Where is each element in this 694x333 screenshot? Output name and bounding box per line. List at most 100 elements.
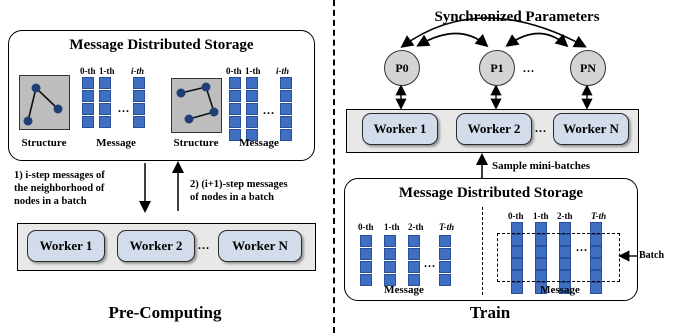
batch-arrow xyxy=(618,250,637,262)
step1-line3: nodes in a batch xyxy=(14,196,87,207)
message-cell xyxy=(246,77,258,89)
message-cell xyxy=(384,274,396,286)
message-cell xyxy=(535,282,547,294)
step-arrows xyxy=(139,161,184,213)
step2-line2: of nodes in a batch xyxy=(190,192,275,203)
message-cell xyxy=(82,77,94,89)
message-cell xyxy=(535,234,547,246)
step1-line1: 1) i-step messages of xyxy=(14,170,105,181)
message-label-2: Message xyxy=(239,137,279,149)
message-cell xyxy=(384,235,396,247)
section-divider xyxy=(333,0,335,333)
left-worker-1: Worker 1 xyxy=(27,230,105,262)
col-ellipsis: ... xyxy=(263,103,275,117)
sample-arrow xyxy=(476,153,488,180)
message-cell xyxy=(590,258,602,270)
message-cell xyxy=(408,248,420,260)
param-links xyxy=(395,17,593,110)
col-header-tth: T-th xyxy=(439,222,455,232)
message-cell xyxy=(559,246,571,258)
right-worker-ellipsis: ... xyxy=(535,121,547,135)
step1-line2: the neighborhood of xyxy=(14,183,105,194)
message-cell xyxy=(360,274,372,286)
col-header-0th: 0-th xyxy=(226,66,242,76)
message-cell xyxy=(246,129,258,141)
col-header-0th: 0-th xyxy=(80,66,96,76)
message-cell xyxy=(229,129,241,141)
structure-graph-1 xyxy=(19,75,70,130)
structure-label-2: Structure xyxy=(173,137,219,149)
left-storage-title: Message Distributed Storage xyxy=(69,37,254,53)
col-header-1th: 1-th xyxy=(384,222,400,232)
col-header-1th: 1-th xyxy=(99,66,115,76)
message-cell xyxy=(511,246,523,258)
message-cell xyxy=(590,246,602,258)
message-cell xyxy=(229,90,241,102)
message-cell xyxy=(511,282,523,294)
message-cell xyxy=(99,90,111,102)
message-cell xyxy=(280,90,292,102)
col-header-2th: 2-th xyxy=(408,222,424,232)
storage-inner-divider xyxy=(482,207,483,295)
message-cell xyxy=(360,261,372,273)
message-cell xyxy=(408,261,420,273)
left-worker-n: Worker N xyxy=(218,230,302,262)
message-cell xyxy=(280,103,292,115)
message-cell xyxy=(590,234,602,246)
right-worker-n: Worker N xyxy=(553,113,629,145)
message-cell xyxy=(360,235,372,247)
message-cell xyxy=(229,77,241,89)
col-header-ith: i-th xyxy=(276,66,290,76)
message-label-3: Message xyxy=(384,284,424,296)
col-header-1th: 1-th xyxy=(245,66,261,76)
message-cell xyxy=(511,258,523,270)
message-cell xyxy=(535,246,547,258)
left-worker-2: Worker 2 xyxy=(117,230,195,262)
message-cell xyxy=(511,234,523,246)
col-header-1th: 1-th xyxy=(533,211,549,221)
message-cell xyxy=(280,77,292,89)
batch-label: Batch xyxy=(639,250,664,261)
right-storage-title: Message Distributed Storage xyxy=(398,185,584,201)
message-cell xyxy=(535,258,547,270)
message-cell xyxy=(133,116,145,128)
param-node-p1: P1 xyxy=(479,50,515,86)
col-header-ith: i-th xyxy=(131,66,145,76)
message-cell xyxy=(229,116,241,128)
right-worker-1: Worker 1 xyxy=(362,113,438,145)
message-cell xyxy=(99,116,111,128)
message-cell xyxy=(246,90,258,102)
col-header-2th: 2-th xyxy=(557,211,573,221)
message-cell xyxy=(559,234,571,246)
message-cell xyxy=(280,116,292,128)
message-cell xyxy=(246,103,258,115)
sync-title: Synchronized Parameters xyxy=(434,9,600,25)
col-ellipsis: ... xyxy=(576,240,588,254)
message-cell xyxy=(439,248,451,260)
message-cell xyxy=(82,116,94,128)
message-cell xyxy=(559,258,571,270)
message-cell xyxy=(559,282,571,294)
param-ellipsis: ... xyxy=(523,61,535,75)
message-cell xyxy=(439,261,451,273)
message-cell xyxy=(590,282,602,294)
param-node-p0: P0 xyxy=(384,50,420,86)
message-cell xyxy=(82,103,94,115)
step2-line1: 2) (i+1)-step messages xyxy=(190,179,288,190)
message-cell xyxy=(408,235,420,247)
message-cell xyxy=(246,116,258,128)
structure-graph-2 xyxy=(171,78,222,133)
sample-label: Sample mini-batches xyxy=(492,160,591,172)
right-caption: Train xyxy=(469,303,511,322)
message-cell xyxy=(439,235,451,247)
message-cell xyxy=(280,129,292,141)
col-ellipsis: ... xyxy=(118,101,130,115)
message-label-4: Message xyxy=(540,284,580,296)
col-ellipsis: ... xyxy=(424,256,436,270)
message-cell xyxy=(133,77,145,89)
message-cell xyxy=(133,90,145,102)
message-cell xyxy=(133,103,145,115)
message-cell xyxy=(439,274,451,286)
message-cell xyxy=(384,248,396,260)
message-cell xyxy=(408,274,420,286)
